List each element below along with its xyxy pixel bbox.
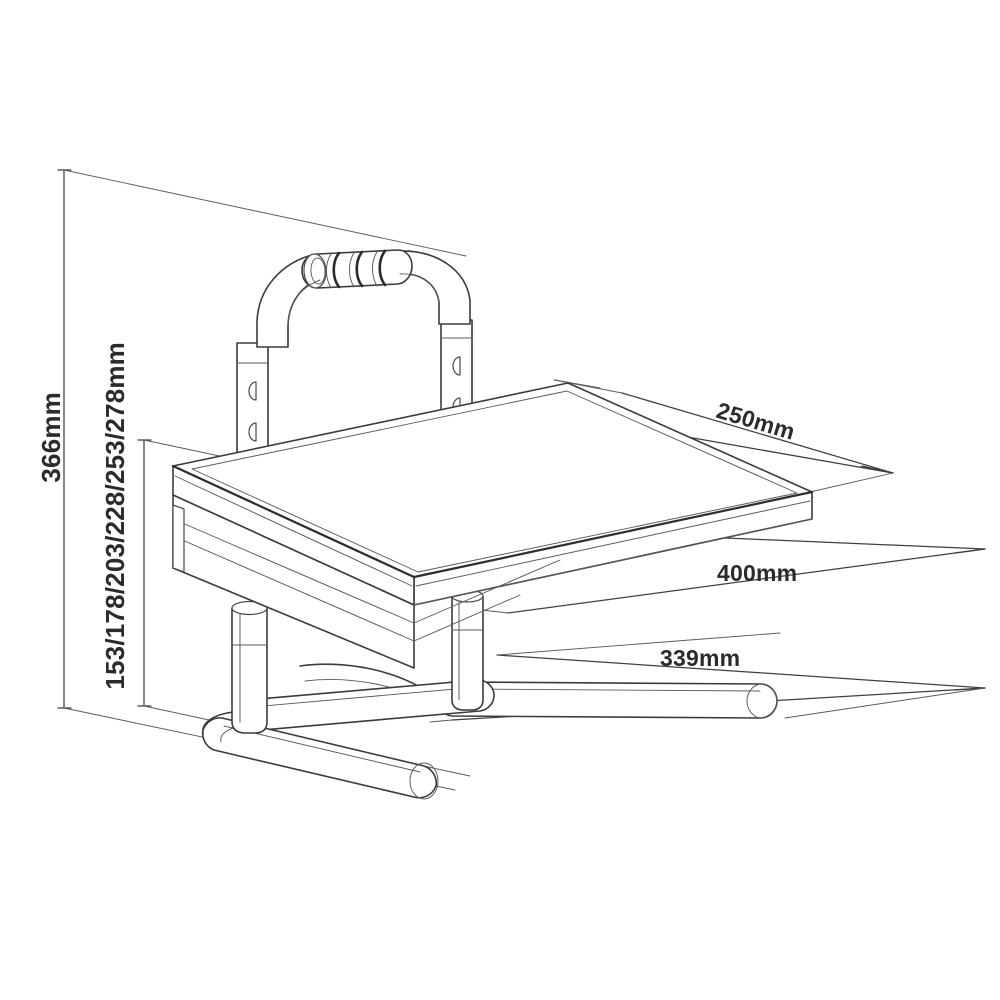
platform-lip-return (172, 504, 185, 573)
leg-left-top-cap (231, 600, 268, 616)
post-left-hole-2 (248, 422, 257, 442)
handle-grip-rib-3 (378, 249, 387, 287)
dim-400-line-a (507, 548, 986, 614)
platform-edge-front-right-line (415, 500, 811, 587)
handle-grip-rib-1 (332, 251, 341, 289)
dimension-label-platform-height-steps: 153/178/203/228/253/278mm (100, 342, 130, 690)
handle-assembly (256, 249, 471, 348)
handle-grip-left-cap-inner (310, 257, 326, 285)
handle-grip-rib-1-edge (326, 253, 332, 289)
handle-arch-left-inner (287, 279, 321, 326)
base-tube-right-endcap (746, 683, 778, 719)
dim-250-ext-from-corner (554, 379, 601, 389)
support-legs (231, 589, 484, 734)
leg-right-lower (451, 595, 484, 711)
dim-250-line-a (621, 392, 894, 474)
base-frame (201, 663, 778, 800)
dimension-label-width: 400mm (717, 560, 798, 586)
platform-rail-extension (413, 559, 561, 624)
platform-rail-extension-2 (413, 594, 521, 642)
platform-underside-edge (413, 518, 813, 606)
dim-250-arrow-lower (859, 466, 894, 474)
footrest-platform (171, 382, 814, 669)
dimension-label-overall-height: 366mm (36, 392, 66, 483)
platform-front-rail-inner-top (179, 521, 415, 624)
platform-edge-left-line (174, 475, 413, 587)
base-tube-mid-highlight (251, 686, 479, 708)
platform-front-rail-inner-bottom (179, 538, 415, 642)
base-tube-right-highlight (459, 688, 761, 692)
base-curve-left-outer (202, 711, 234, 735)
base-tube-front-left-endcap (409, 762, 439, 800)
platform-edge-left-top (171, 464, 416, 579)
dim-400-vertex (954, 548, 986, 554)
dimension-label-base-depth: 339mm (660, 645, 741, 671)
handle-grip-rib-2-edge (349, 252, 355, 288)
handle-grip-left-cap (303, 253, 327, 289)
post-left-hole-1 (248, 381, 257, 401)
dim-339-base-leader (784, 687, 986, 719)
post-right-hole-1 (452, 356, 461, 376)
base-tube-front-left (201, 717, 438, 799)
dim-366-top-leader (63, 169, 467, 257)
handle-arch-right-inner (399, 273, 440, 303)
leg-left-lower (231, 607, 268, 734)
platform-tread-border (191, 390, 798, 573)
platform-edge-front-right-top (412, 490, 814, 579)
dim-250-corner-connector (809, 472, 894, 493)
dim-339-ext-right (496, 632, 781, 656)
dim-339-line-b (496, 654, 986, 689)
handle-grip-rib-2 (355, 250, 364, 288)
dim-339-ext-left (429, 719, 453, 723)
dim-250-line-b (675, 434, 894, 474)
handle-grip-rib-3-edge (372, 251, 378, 287)
